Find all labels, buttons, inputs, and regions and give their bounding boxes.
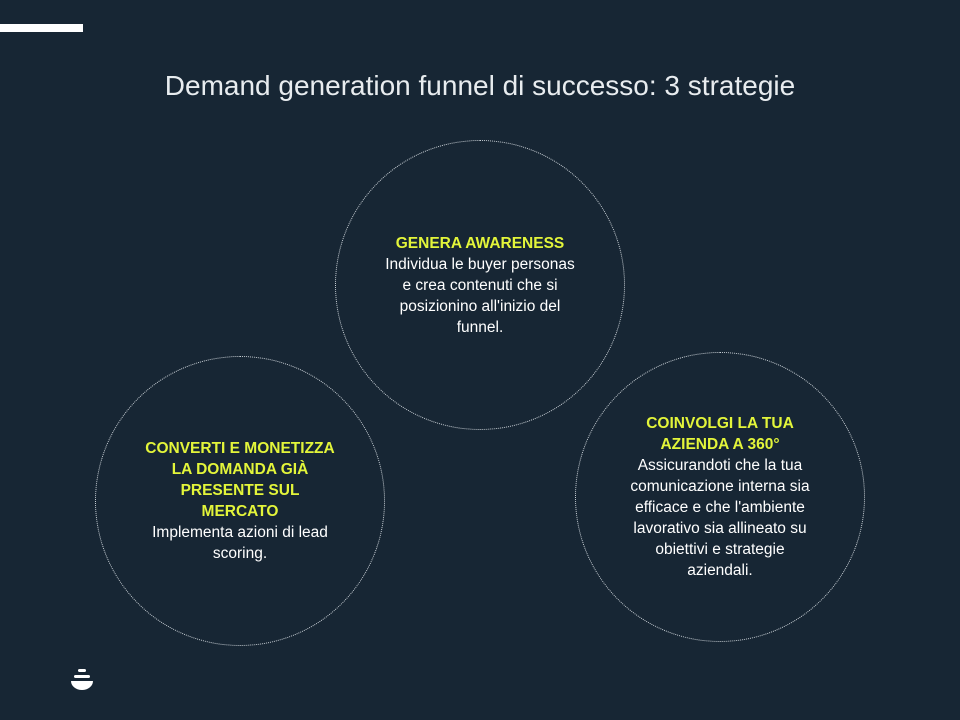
page-title: Demand generation funnel di successo: 3 … [164, 70, 796, 101]
strategy-heading: COINVOLGI LA TUA AZIENDA A 360° [646, 415, 794, 453]
strategy-circle-awareness: GENERA AWARENESS Individua le buyer pers… [335, 140, 625, 430]
strategy-body: Individua le buyer personas e crea conte… [385, 255, 575, 336]
strategy-heading: CONVERTI E MONETIZZA LA DOMANDA GIÀ PRES… [145, 440, 335, 520]
brand-logo-icon [71, 669, 93, 690]
decorative-bar [0, 24, 83, 32]
strategy-heading: GENERA AWARENESS [395, 234, 565, 252]
strategy-circle-convert: CONVERTI E MONETIZZA LA DOMANDA GIÀ PRES… [95, 356, 385, 646]
strategy-body: Assicurandoti che la tua comunicazione i… [630, 457, 810, 579]
strategy-circle-engage: COINVOLGI LA TUA AZIENDA A 360° Assicura… [575, 352, 865, 642]
strategy-body: Implementa azioni di lead scoring. [152, 524, 328, 562]
